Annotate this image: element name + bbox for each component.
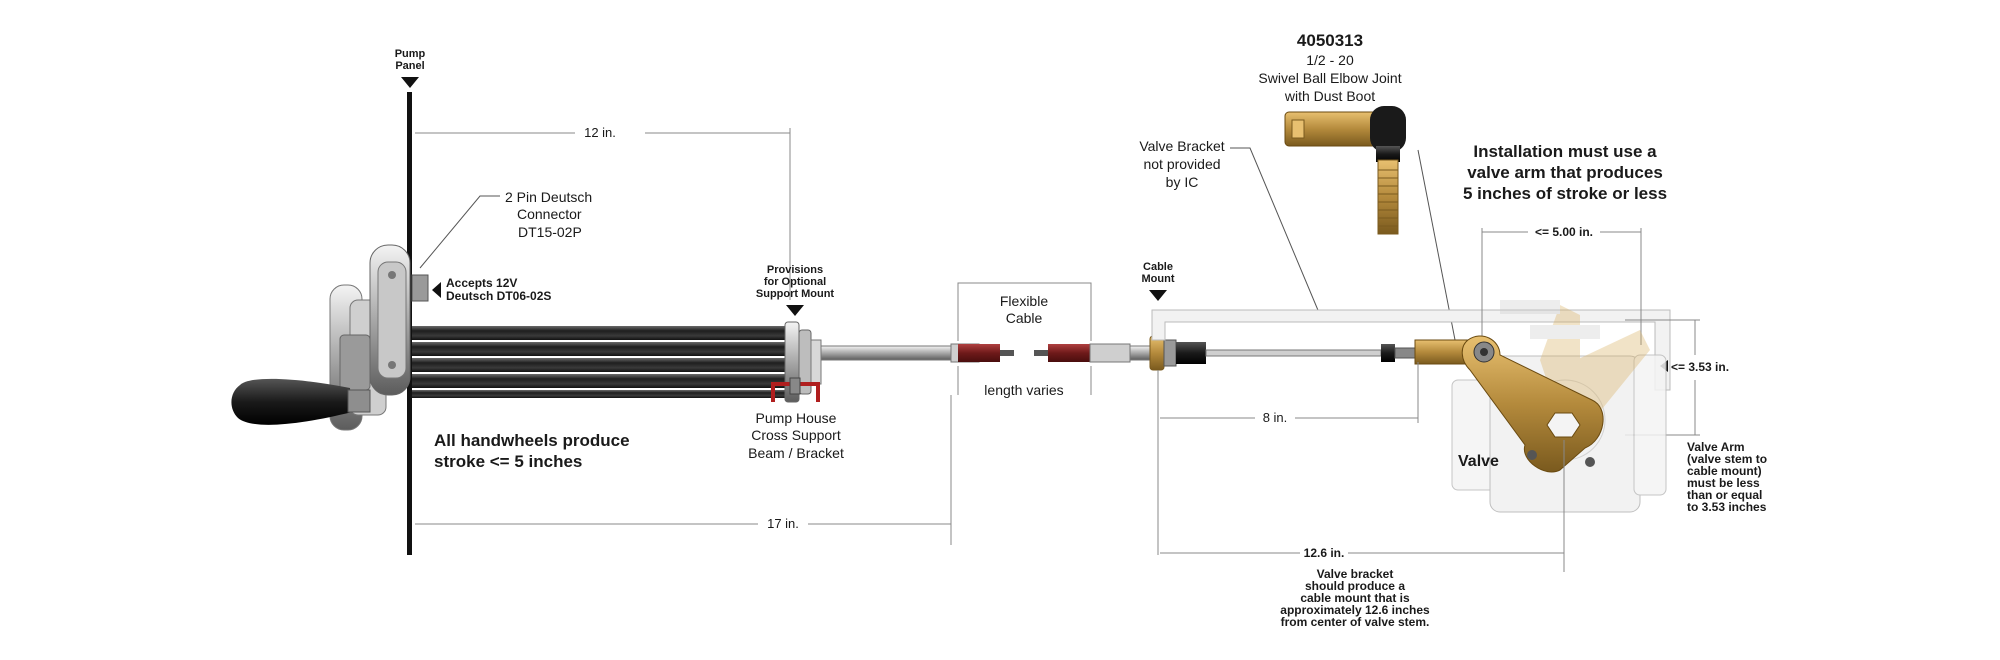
- pump-housing: [369, 244, 429, 396]
- cable-left: [820, 343, 1014, 363]
- valve-arm-label-6: to 3.53 inches: [1687, 500, 1767, 514]
- ball-joint-icon: [1284, 106, 1406, 235]
- valve-bracket-leader: [1230, 147, 1321, 316]
- cable-right: [1034, 335, 1418, 371]
- pump-panel-label-1: Pump: [395, 48, 426, 60]
- arm-bolt-2: [1527, 450, 1537, 460]
- pump-panel-arrow: [401, 77, 419, 88]
- valve-arm-label-3: cable mount): [1687, 464, 1762, 478]
- support-bolt: [789, 377, 801, 395]
- bracket-note-1: Valve bracket: [1317, 567, 1394, 581]
- bracket-note-3: cable mount that is: [1300, 591, 1410, 605]
- part-desc-3: with Dust Boot: [1284, 88, 1375, 104]
- pump-house-label-1: Pump House: [756, 410, 837, 426]
- flex-cable-label-1: Flexible: [1000, 293, 1048, 309]
- install-label-1: Installation must use a: [1473, 142, 1657, 161]
- length-varies-label: length varies: [984, 382, 1063, 398]
- cable-mount-label-1: Cable: [1143, 261, 1173, 273]
- part-desc-1: 1/2 - 20: [1306, 52, 1354, 68]
- provisions-label-2: for Optional: [764, 276, 826, 288]
- actuator-tubes: [412, 326, 787, 398]
- valve-bracket-label-1: Valve Bracket: [1139, 138, 1224, 154]
- handwheels-label-2: stroke <= 5 inches: [434, 452, 582, 471]
- connector-label-2: Connector: [517, 206, 582, 222]
- provisions-label-1: Provisions: [767, 264, 823, 276]
- dim-500-label: <= 5.00 in.: [1535, 225, 1593, 239]
- valve-label: Valve: [1458, 453, 1499, 470]
- valve-bracket-label-3: by IC: [1166, 174, 1199, 190]
- valve-arm-label-5: than or equal: [1687, 488, 1762, 502]
- handwheels-label-1: All handwheels produce: [434, 431, 630, 450]
- dimension-126: [1160, 440, 1565, 572]
- dimension-8in: [1160, 362, 1419, 423]
- flex-cable-box: [957, 282, 1092, 341]
- part-number-label: 4050313: [1297, 31, 1363, 50]
- dim-126-label: 12.6 in.: [1304, 546, 1345, 560]
- install-label-2: valve arm that produces: [1467, 163, 1663, 182]
- pump-house-label-3: Beam / Bracket: [748, 445, 844, 461]
- dimension-12in: [415, 128, 791, 300]
- flex-cable-label-2: Cable: [1006, 310, 1043, 326]
- arm-pivot-top-inner: [1480, 348, 1488, 356]
- cable-mount-arrow: [1149, 290, 1167, 301]
- valve-bracket-label-2: not provided: [1143, 156, 1220, 172]
- arm-bolt-1: [1585, 457, 1595, 467]
- dimension-500: [1481, 228, 1642, 345]
- valve-arm-label-2: (valve stem to: [1687, 452, 1767, 466]
- accepts-label-2: Deutsch DT06-02S: [446, 289, 551, 303]
- bracket-note-4: approximately 12.6 inches: [1280, 603, 1430, 617]
- install-label-3: 5 inches of stroke or less: [1463, 184, 1667, 203]
- connector-label-3: DT15-02P: [518, 224, 582, 240]
- pump-house-label-2: Cross Support: [751, 427, 841, 443]
- valve-arm: [1461, 335, 1604, 473]
- dim-17-label: 17 in.: [767, 516, 799, 531]
- valve-arm-label-1: Valve Arm: [1687, 440, 1745, 454]
- dim-8-label: 8 in.: [1263, 410, 1288, 425]
- part-desc-2: Swivel Ball Elbow Joint: [1258, 70, 1401, 86]
- handle-shaft: [347, 389, 371, 413]
- dim-353-label: <= 3.53 in.: [1671, 360, 1729, 374]
- cable-mount-label-2: Mount: [1142, 273, 1175, 285]
- valve-arm-label-4: must be less: [1687, 476, 1760, 490]
- bracket-note-5: from center of valve stem.: [1281, 615, 1430, 629]
- provisions-arrow: [786, 305, 804, 316]
- accepts-arrow: [432, 282, 441, 298]
- accepts-label-1: Accepts 12V: [446, 276, 517, 290]
- dim-12-label: 12 in.: [584, 125, 616, 140]
- handle-knob-icon: [231, 378, 352, 425]
- provisions-label-3: Support Mount: [756, 288, 835, 300]
- connector-label-1: 2 Pin Deutsch: [505, 189, 592, 205]
- dimension-17in: [415, 395, 952, 545]
- connector-leader: [419, 195, 500, 269]
- valve-stem-icon: [1546, 412, 1581, 438]
- bracket-note-2: should produce a: [1305, 579, 1405, 593]
- pump-panel-label-2: Panel: [395, 60, 424, 72]
